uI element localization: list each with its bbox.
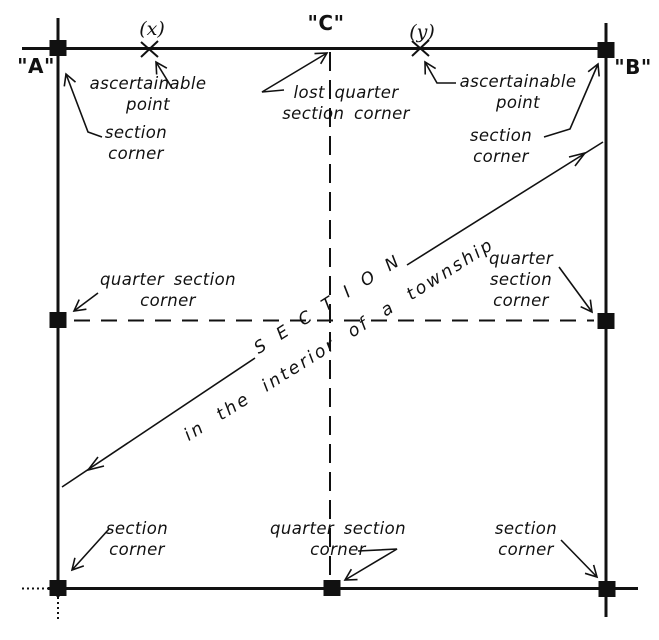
- marker-quarter-corner-right: [597, 313, 615, 329]
- annotation-section-corner-top-right: section corner: [469, 126, 533, 166]
- x-mark-point-x: [140, 40, 159, 58]
- marker-section-corner-sw: [49, 580, 67, 596]
- leader-arrows: [63, 52, 600, 581]
- marker-quarter-corner-south: [323, 580, 341, 596]
- arrow-quarter-bottom: [343, 548, 398, 581]
- corner-markers: [49, 40, 616, 597]
- x-point-marks: [140, 39, 430, 58]
- arrow-lost-quarter: [261, 52, 329, 93]
- arrow-quarter-left: [72, 292, 99, 313]
- annotation-lost-quarter-section-corner: lost quarter section corner: [282, 83, 410, 123]
- x-mark-point-y: [411, 39, 430, 57]
- label-point-y: (y): [409, 21, 435, 43]
- annotation-quarter-section-corner-right: quarter section corner: [488, 249, 554, 310]
- label-point-x: (x): [139, 18, 165, 40]
- marker-section-corner-b: [597, 42, 615, 58]
- quarter-dashed-lines: [74, 52, 594, 580]
- annotation-section-corner-bottom-right: section corner: [494, 519, 558, 559]
- arrow-section-corner-bottom-right: [560, 539, 599, 579]
- section-boundary-lines: [22, 18, 638, 619]
- label-corner-b: "B": [614, 55, 652, 79]
- marker-section-corner-se: [598, 581, 616, 597]
- diagonal-arrowhead-lower: [85, 456, 105, 472]
- arrow-ascertainable-left: [155, 60, 173, 89]
- marker-section-corner-a: [49, 40, 67, 56]
- diagonal-arrowhead-upper: [568, 151, 588, 167]
- label-corner-a: "A": [17, 54, 55, 78]
- arrow-section-corner-top-left: [63, 72, 103, 138]
- diagonal-extent-arrow: [61, 141, 604, 488]
- marker-quarter-corner-left: [49, 312, 67, 328]
- annotation-ascertainable-point-right: ascertainable point: [459, 72, 577, 112]
- annotation-section-corner-bottom-left: section corner: [105, 519, 169, 559]
- arrow-quarter-right: [558, 266, 593, 314]
- arrow-ascertainable-right: [424, 60, 456, 84]
- diagonal-segment-upper: [406, 141, 604, 266]
- arrow-section-corner-bottom-left: [70, 528, 110, 572]
- diagonal-segment-lower: [61, 357, 256, 488]
- annotation-ascertainable-point-left: ascertainable point: [89, 74, 207, 114]
- annotation-quarter-section-corner-left: quarter section corner: [100, 270, 236, 310]
- arrow-section-corner-top-right: [543, 62, 600, 138]
- annotation-section-corner-top-left: section corner: [104, 123, 168, 163]
- label-corner-c: "C": [307, 11, 345, 35]
- annotation-quarter-section-corner-bottom: quarter section corner: [270, 519, 406, 559]
